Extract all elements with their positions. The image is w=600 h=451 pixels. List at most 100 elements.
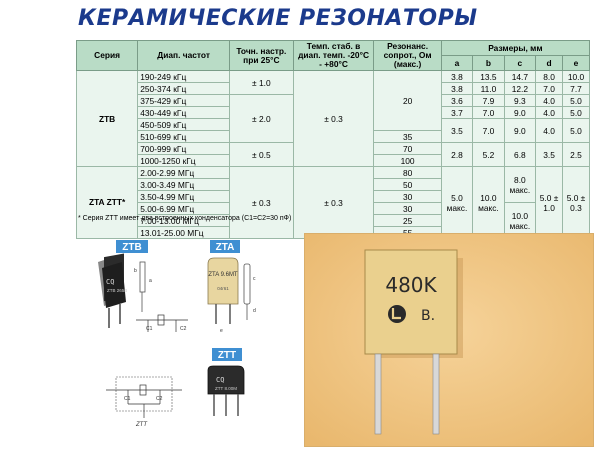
svg-text:04r61: 04r61 xyxy=(217,286,229,291)
zta-marking: ZTA 9.6MT xyxy=(208,272,238,278)
accuracy-cell: ± 2.0 xyxy=(229,94,294,143)
svg-text:C1: C1 xyxy=(124,396,131,402)
dim-cell: 7.0 xyxy=(472,106,505,119)
dim-cell: 3.7 xyxy=(440,106,474,119)
resistance-cell: 20 xyxy=(373,70,442,131)
ztb-label-box xyxy=(116,240,148,253)
svg-text:C2: C2 xyxy=(180,326,187,332)
dim-cell: 9.3 xyxy=(503,94,537,107)
dim-cell: 8.0 xyxy=(535,70,563,83)
zta-label: ZTA xyxy=(216,242,235,253)
temp-stab-cell: ± 0.3 xyxy=(292,166,375,239)
svg-text:C1: C1 xyxy=(146,326,153,332)
ztt-label: ZTT xyxy=(218,350,236,361)
ztt-label-box xyxy=(212,348,242,361)
accuracy-cell: ± 0.3 xyxy=(229,166,294,239)
zta-body xyxy=(207,257,239,305)
resonator-marking-main: 480K xyxy=(385,273,437,297)
svg-text:b: b xyxy=(134,268,137,274)
header-freq-range: Диап. частот xyxy=(137,40,230,71)
accuracy-cell: ± 0.5 xyxy=(229,142,294,167)
table-row: 5.00-6.99 МГц 30 10.0 макс. xyxy=(77,202,590,239)
technical-drawings: ZTB CQ ZTB 265B b a C1 C2 ZTA ZTA 9.6MT … xyxy=(98,240,256,428)
header-temp-stability: Темп. стаб. в диап. темп. -20°С - +80°С xyxy=(292,40,375,71)
freq-cell: 190-249 кГц xyxy=(137,70,230,83)
series-zta-ztt: ZTA ZTT* xyxy=(75,166,139,239)
dim-cell: 5.0 xyxy=(562,118,590,143)
resonator-body xyxy=(364,249,458,355)
svg-text:ZTT: ZTT xyxy=(135,422,148,428)
table-row: 375-429 кГц ± 2.0 3.6 7.9 9.3 4.0 5.0 xyxy=(77,94,590,143)
freq-cell: 2.00-2.99 МГц xyxy=(137,166,230,179)
svg-text:c: c xyxy=(253,276,256,282)
header-dim-e: e xyxy=(562,55,590,71)
dim-cell: 5.0 ± 0.3 xyxy=(562,166,590,239)
freq-cell: 5.00-6.99 МГц xyxy=(137,202,230,215)
table-row: 250-374 кГц 3.8 11.0 12.2 7.0 7.7 xyxy=(77,82,590,95)
table-row: ZTB 190-249 кГц ± 1.0 ± 0.3 20 3.8 13.5 … xyxy=(75,70,590,167)
freq-cell: 375-429 кГц xyxy=(137,94,230,107)
series-ztb: ZTB xyxy=(75,70,139,167)
svg-text:CQ: CQ xyxy=(216,376,224,384)
dim-cell: 11.0 xyxy=(472,82,505,95)
freq-cell: 3.00-3.49 МГц xyxy=(137,178,230,191)
spec-table: Серия Диап. частот Точн. настр. при 25°С… xyxy=(75,40,591,239)
resistance-cell: 25 xyxy=(373,214,442,227)
resonator-pin xyxy=(374,353,382,435)
freq-cell: 510-699 кГц xyxy=(137,130,230,143)
dim-cell: 9.0 xyxy=(503,106,537,119)
dim-cell: 7.7 xyxy=(562,82,590,95)
dim-cell: 2.8 xyxy=(440,142,474,167)
resonator-marking-sub: B. xyxy=(421,308,435,324)
dim-cell: 7.0 xyxy=(535,82,563,95)
ztt-marking: ZTT 8.00M xyxy=(215,386,237,391)
resonator-pin xyxy=(432,353,440,435)
resistance-cell: 70 xyxy=(373,142,442,155)
freq-cell: 1000-1250 кГц xyxy=(137,154,230,167)
manufacturer-logo xyxy=(388,305,406,323)
dim-cell: 5.0 макс. xyxy=(440,166,474,239)
table-header-row: Серия Диап. частот Точн. настр. при 25°С… xyxy=(75,40,591,71)
freq-cell: 3.50-4.99 МГц xyxy=(137,190,230,203)
page-title: КЕРАМИЧЕСКИЕ РЕЗОНАТОРЫ xyxy=(78,6,478,31)
freq-cell: 700-999 кГц xyxy=(137,142,230,155)
dim-cell: 5.2 xyxy=(472,142,505,167)
accuracy-cell: ± 1.0 xyxy=(229,70,294,95)
ztt-body xyxy=(207,365,245,395)
header-dim-c: c xyxy=(503,55,537,71)
dim-cell: 10.0 макс. xyxy=(472,166,505,239)
dim-cell: 3.8 xyxy=(440,82,474,95)
freq-cell: 13.01-25.00 МГц xyxy=(137,226,230,239)
footnote: * Серия ZTT имеет два встроенных конденс… xyxy=(78,215,292,222)
dim-cell: 9.0 xyxy=(503,118,537,143)
resistance-cell: 100 xyxy=(373,154,442,167)
dim-cell: 5.0 xyxy=(562,106,590,119)
table-row: 450-509 кГц 3.5 7.0 9.0 4.0 5.0 xyxy=(77,118,590,143)
resonator-photo: 480K B. xyxy=(304,233,594,447)
svg-text:C2: C2 xyxy=(156,396,163,402)
header-resonant-resistance: Резонанс. сопрот., Ом (макс.) xyxy=(373,40,442,71)
header-series: Серия xyxy=(75,40,139,71)
dim-cell: 3.8 xyxy=(440,70,474,83)
header-dimensions: Размеры, мм xyxy=(440,40,591,56)
dim-cell: 3.6 xyxy=(440,94,474,107)
dim-cell: 4.0 xyxy=(535,106,563,119)
freq-cell: 430-449 кГц xyxy=(137,106,230,119)
temp-stab-cell: ± 0.3 xyxy=(292,70,375,167)
table-row: ZTA ZTT* 2.00-2.99 МГц ± 0.3 ± 0.3 80 5.… xyxy=(75,166,590,239)
dim-cell: 12.2 xyxy=(503,82,537,95)
dim-cell: 4.0 xyxy=(535,118,563,143)
dim-cell: 10.0 xyxy=(562,70,590,83)
dim-cell: 7.0 xyxy=(472,118,505,143)
resistance-cell: 30 xyxy=(373,202,442,215)
zta-label-box xyxy=(210,240,240,253)
dim-cell: 10.0 макс. xyxy=(503,202,537,239)
dim-cell: 5.0 xyxy=(562,94,590,107)
table-row: 1000-1250 кГц 100 xyxy=(77,154,590,167)
header-dim-b: b xyxy=(472,55,505,71)
dim-cell: 7.9 xyxy=(472,94,505,107)
svg-text:CQ: CQ xyxy=(106,278,114,286)
table-row: 3.50-4.99 МГц 30 xyxy=(77,190,590,203)
svg-text:d: d xyxy=(253,308,256,314)
dim-cell: 5.0 ± 1.0 xyxy=(535,166,563,239)
